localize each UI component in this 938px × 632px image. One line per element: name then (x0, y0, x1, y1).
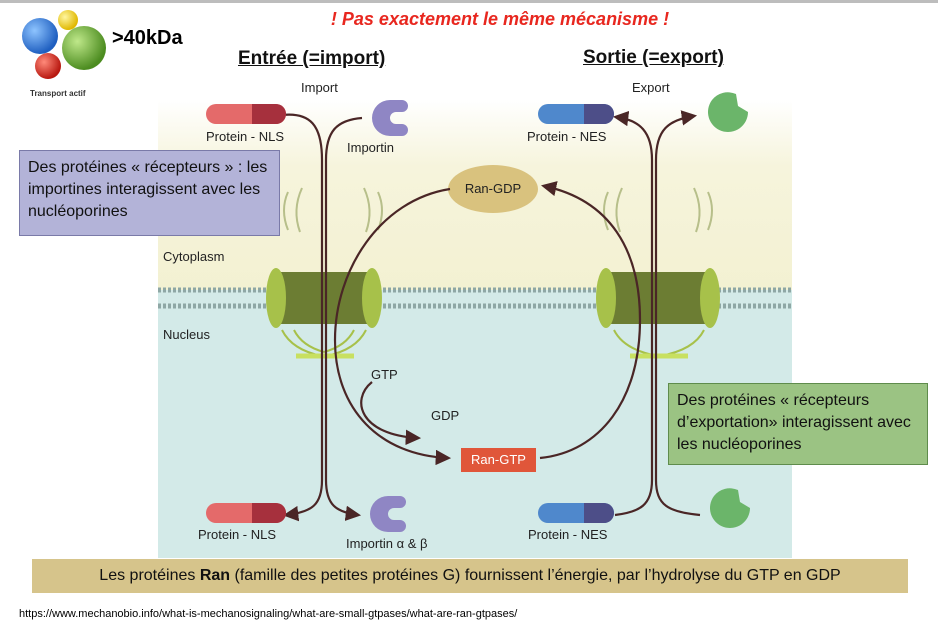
exportin-top-icon (708, 92, 748, 133)
export-label: Export (632, 80, 670, 95)
export-heading: Sortie (=export) (583, 47, 724, 68)
red-sphere-icon (35, 53, 61, 79)
transport-label: Transport actif (30, 89, 86, 98)
ran-gdp-shape (448, 165, 538, 213)
nuclear-pore-right (596, 187, 720, 359)
ran-energy-banner: Les protéines Ran (famille des petites p… (32, 559, 908, 593)
ran-banner-suffix: (famille des petites protéines G) fourni… (230, 567, 841, 584)
source-url: https://www.mechanobio.info/what-is-mech… (19, 608, 518, 620)
yellow-sphere-icon (58, 10, 78, 30)
importin-bottom-icon (370, 496, 406, 532)
exportin-bottom-icon (709, 488, 750, 529)
protein-nes-top-label: Protein - NES (527, 129, 607, 144)
protein-nes-top-icon (538, 104, 614, 124)
protein-nls-top-label: Protein - NLS (206, 129, 285, 144)
large-molecule-icon (22, 10, 106, 79)
protein-nls-bottom-label: Protein - NLS (198, 527, 277, 542)
import-receptors-callout: Des protéines « récepteurs » : les impor… (19, 150, 280, 236)
protein-nls-bottom-icon (206, 503, 286, 523)
export-receptors-callout: Des protéines « récepteurs d’exportation… (668, 383, 928, 465)
gtp-to-gdp-arrow (360, 381, 422, 446)
gtp-label: GTP (371, 367, 398, 382)
import-arrow-importin (324, 116, 363, 521)
nucleus-label: Nucleus (163, 327, 210, 342)
blue-sphere-icon (22, 18, 58, 54)
import-heading: Entrée (=import) (238, 48, 386, 69)
import-arrow-protein (281, 113, 324, 522)
size-label: >40kDa (112, 27, 183, 49)
ran-gtp-label: Ran-GTP (461, 448, 536, 472)
importin-top-label: Importin (347, 140, 394, 155)
protein-nes-bottom-label: Protein - NES (528, 527, 608, 542)
gdp-label: GDP (431, 408, 460, 423)
top-divider (0, 0, 938, 3)
ran-gdp-to-gtp-arrow (333, 187, 452, 466)
ran-banner-prefix: Les protéines (99, 567, 200, 584)
export-arrow-protein (612, 110, 654, 517)
import-label: Import (301, 80, 338, 95)
export-arrow-exportin (654, 110, 701, 517)
ran-gdp-label: Ran-GDP (464, 181, 522, 196)
warning-title: ! Pas exactement le même mécanisme ! (330, 9, 670, 29)
ran-banner-bold: Ran (199, 567, 231, 584)
importin-bottom-label: Importin α & β (346, 536, 428, 551)
cytoplasm-label: Cytoplasm (163, 249, 225, 264)
green-sphere-icon (62, 26, 106, 70)
ran-gtp-export-arrow (539, 181, 642, 460)
protein-nls-top-icon (206, 104, 286, 124)
importin-top-icon (372, 100, 408, 136)
protein-nes-bottom-icon (538, 503, 614, 523)
